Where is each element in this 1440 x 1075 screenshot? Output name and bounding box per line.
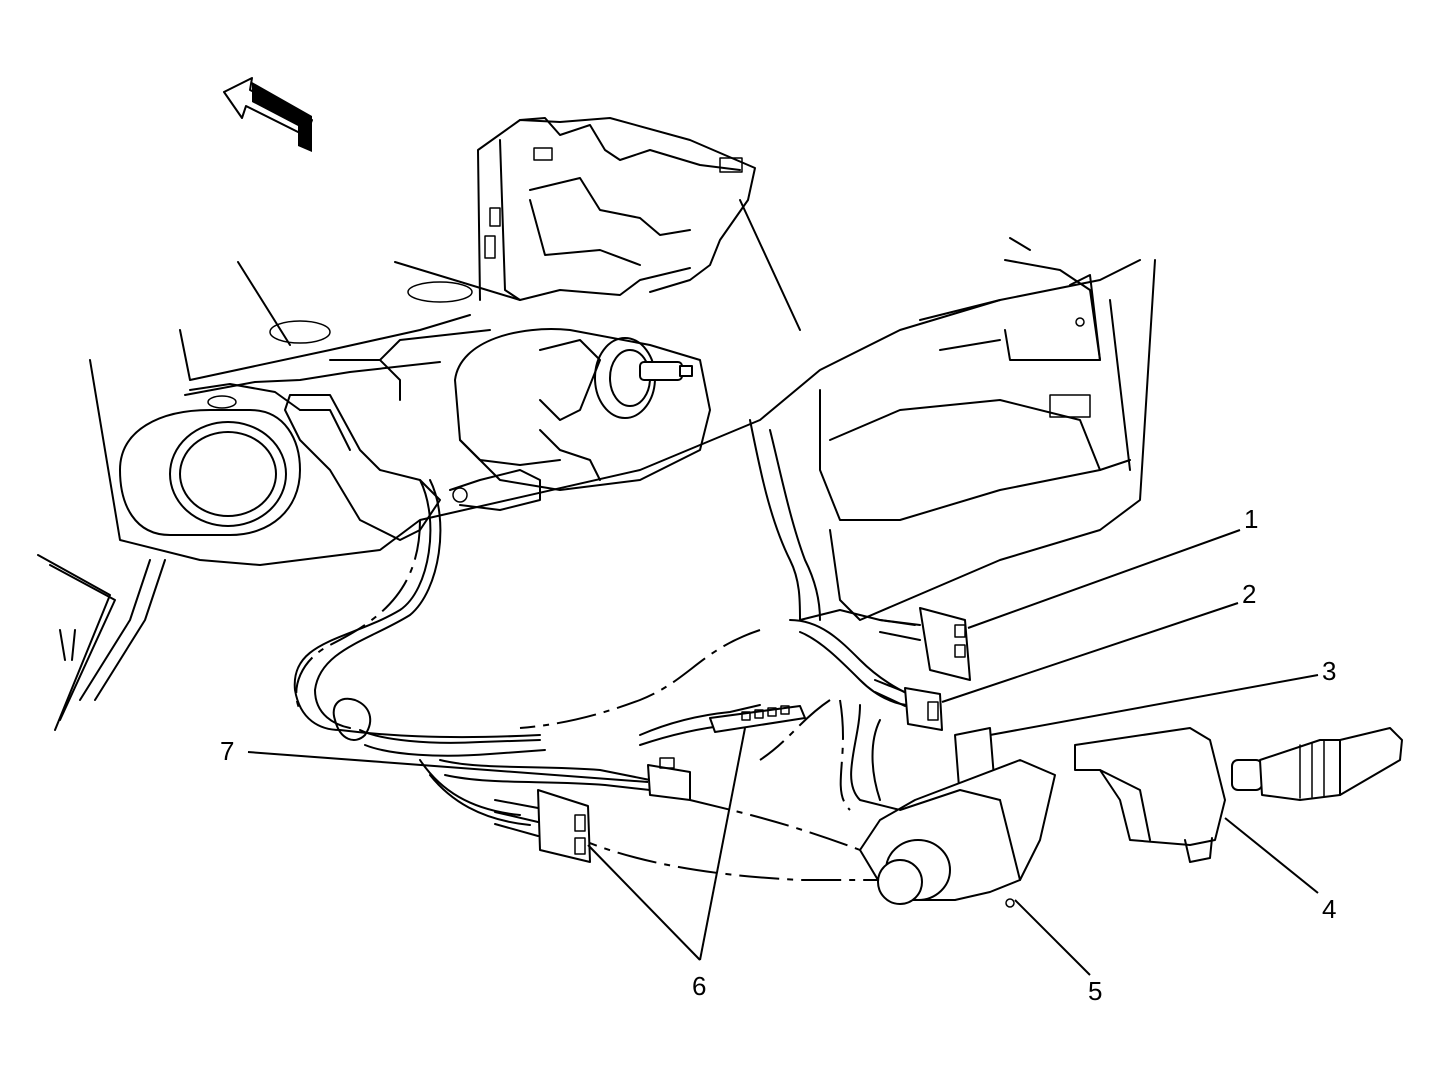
multifunction-switch bbox=[1074, 727, 1403, 863]
callout-3: 3 bbox=[1322, 656, 1336, 686]
air-duct bbox=[119, 383, 301, 536]
leader-7 bbox=[247, 751, 649, 783]
callout-1: 1 bbox=[1244, 504, 1258, 534]
steering-column bbox=[329, 328, 711, 511]
leader-6a bbox=[699, 727, 746, 961]
leader-1 bbox=[967, 529, 1241, 629]
callout-5: 5 bbox=[1088, 976, 1102, 1006]
leader-5 bbox=[1014, 899, 1091, 976]
connector-1 bbox=[879, 607, 971, 681]
callout-2: 2 bbox=[1242, 579, 1256, 609]
leader-4 bbox=[1224, 817, 1319, 894]
leader-3 bbox=[989, 674, 1319, 736]
callout-4: 4 bbox=[1322, 894, 1336, 924]
leader-lines bbox=[247, 529, 1319, 976]
callout-numbers: 1 2 3 4 5 6 7 bbox=[220, 504, 1336, 1006]
dash-bracket bbox=[394, 117, 801, 331]
wiring-harness bbox=[293, 419, 916, 826]
carrier-beam bbox=[89, 237, 1156, 621]
knee-bracket bbox=[284, 394, 441, 541]
connector-7 bbox=[647, 757, 691, 801]
callout-7: 7 bbox=[220, 736, 234, 766]
connector-6b bbox=[494, 789, 591, 863]
callout-6: 6 bbox=[692, 971, 706, 1001]
connector-6a bbox=[709, 705, 806, 733]
leader-2 bbox=[941, 602, 1239, 703]
connector-2 bbox=[874, 679, 943, 731]
direction-arrow-icon bbox=[223, 77, 313, 152]
headlamp-switch bbox=[859, 727, 1056, 908]
leader-6b bbox=[587, 844, 701, 961]
lower-trim bbox=[37, 554, 166, 731]
